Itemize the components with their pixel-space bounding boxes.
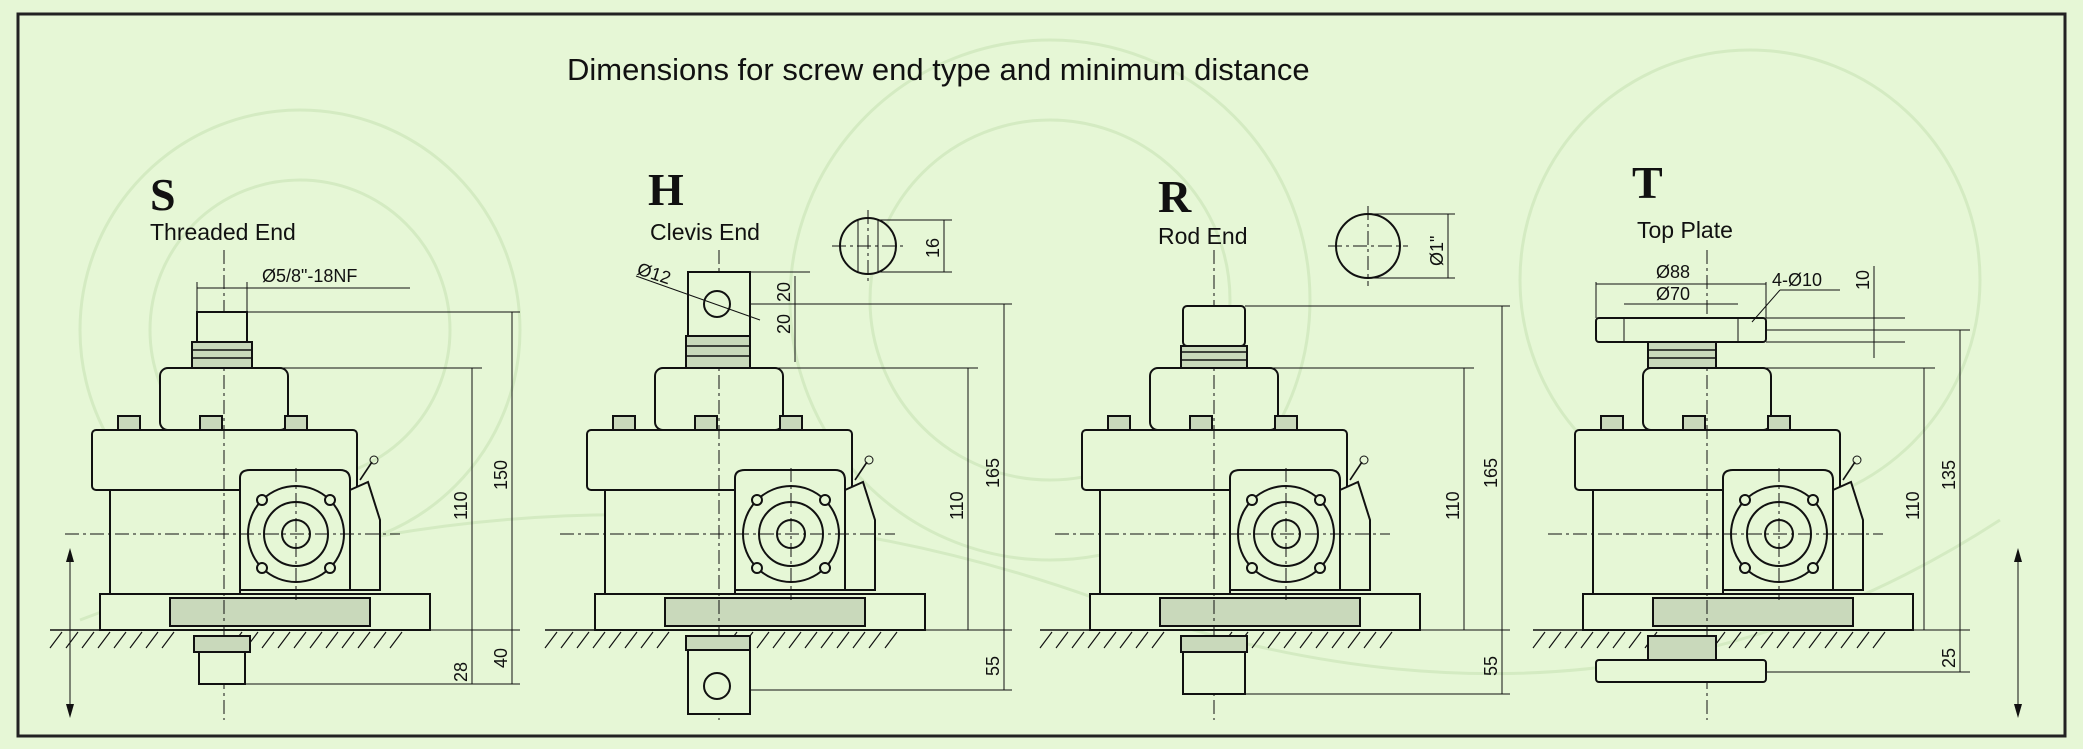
- variant-h-name: Clevis End: [650, 219, 760, 245]
- variant-r-rod-dia: Ø1": [1427, 236, 1447, 266]
- sheet-border: [16, 12, 2067, 738]
- variant-s-thread-label: Ø5/8"-18NF: [262, 266, 357, 286]
- variant-h-dim-55: 55: [983, 656, 1003, 676]
- variant-h-pin-dia: Ø12: [635, 259, 674, 289]
- variant-r: R Rod End Ø1" 110 165 55: [1039, 171, 1510, 721]
- variant-h-dim-110: 110: [947, 491, 967, 520]
- variant-s-dim-150: 150: [491, 460, 511, 490]
- variant-s-threaded-stud: [196, 311, 248, 343]
- variant-t-dim-70: Ø70: [1656, 284, 1690, 304]
- diagram-title: Dimensions for screw end type and minimu…: [567, 52, 1310, 87]
- variant-r-code: R: [1158, 171, 1192, 222]
- variant-r-name: Rod End: [1158, 223, 1248, 249]
- variant-t-code: T: [1632, 157, 1663, 208]
- variant-t-holes: 4-Ø10: [1772, 270, 1822, 290]
- variant-h-dim-16: 16: [923, 238, 943, 258]
- variant-r-rod-top: [1182, 305, 1246, 347]
- variant-r-dim-110: 110: [1443, 491, 1463, 520]
- variant-t-top-plate: [1595, 317, 1767, 343]
- variant-t-name: Top Plate: [1637, 217, 1733, 243]
- variant-s-code: S: [150, 169, 176, 220]
- left-range-arrow: [66, 548, 74, 718]
- variant-h-dim-165: 165: [983, 458, 1003, 488]
- variant-h-dim-20a: 20: [774, 282, 794, 302]
- variant-t-dim-135: 135: [1939, 460, 1959, 490]
- variant-r-dim-55: 55: [1481, 656, 1501, 676]
- variant-h-dim-20b: 20: [774, 314, 794, 334]
- variant-h-code: H: [648, 164, 684, 215]
- variant-s: S Threaded End Ø5/8"-18NF 110 150 28 40: [49, 169, 520, 721]
- right-range-arrow: [2014, 548, 2022, 718]
- variant-t-dim-88: Ø88: [1656, 262, 1690, 282]
- variant-h: H Clevis End Ø12 16 20 20: [544, 164, 1012, 721]
- variant-t: T Top Plate Ø88 Ø70 4-Ø10 10 11: [1532, 157, 1970, 721]
- variant-s-name: Threaded End: [150, 219, 296, 245]
- variant-t-dim-110: 110: [1903, 491, 1923, 520]
- variant-s-dim-28: 28: [451, 662, 471, 682]
- variant-s-dim-40: 40: [491, 648, 511, 668]
- variant-t-dim-25: 25: [1939, 648, 1959, 668]
- variant-s-dim-110: 110: [451, 491, 471, 520]
- variant-r-dim-165: 165: [1481, 458, 1501, 488]
- variant-t-dim-10: 10: [1853, 270, 1873, 290]
